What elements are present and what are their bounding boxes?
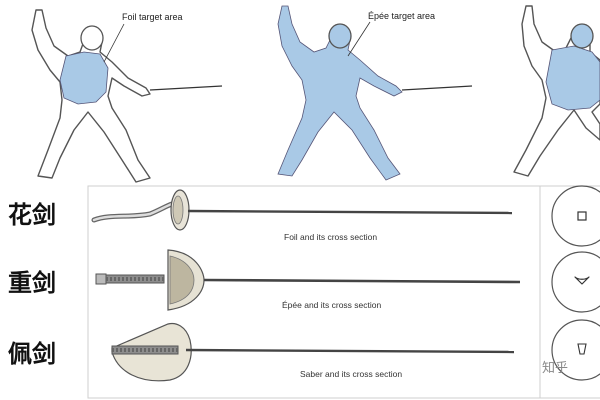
weapon-row-foil: 花剑 Foil and its cross section — [8, 185, 600, 247]
epee-pommel — [95, 273, 107, 285]
caption-saber: Saber and its cross section — [300, 369, 402, 379]
cross-section-square-icon — [577, 211, 587, 221]
weapon-name-foil: 花剑 — [8, 201, 56, 229]
caption-foil: Foil and its cross section — [284, 232, 377, 242]
cross-section-circle-saber — [551, 319, 600, 381]
epee-blade — [401, 85, 473, 91]
cross-section-trapezoid-icon — [577, 343, 587, 355]
watermark-text: 知乎 — [542, 360, 568, 376]
weapon-row-epee: 重剑 Épée and its cross section — [8, 249, 600, 313]
epee-mask — [328, 23, 352, 49]
weapon-name-epee: 重剑 — [8, 269, 56, 297]
foil-mask — [80, 25, 104, 51]
epee-target-pointer — [347, 21, 371, 57]
caption-epee: Épée and its cross section — [282, 300, 381, 310]
fencer-saber — [513, 5, 600, 177]
foil-grip-inner — [92, 202, 174, 222]
epee-target-label: Épée target area — [368, 11, 435, 21]
saber-mask — [570, 23, 594, 49]
saber-weapon-blade — [185, 348, 515, 354]
fencer-foil: Foil target area — [31, 9, 223, 183]
weapon-row-saber: 佩剑 Saber and its cross section — [8, 319, 600, 382]
cross-section-circle-epee — [551, 251, 600, 313]
cross-section-circle-foil — [551, 185, 600, 247]
cross-section-triangle-icon — [574, 276, 590, 285]
foil-weapon-blade — [187, 209, 513, 215]
foil-target-pointer — [103, 23, 125, 63]
weapon-name-saber: 佩剑 — [8, 340, 56, 368]
fencer-epee: Épée target area — [277, 5, 473, 181]
foil-blade — [149, 85, 223, 91]
foil-target-area — [59, 51, 109, 105]
foil-target-label: Foil target area — [122, 12, 183, 22]
saber-target-area — [545, 45, 600, 111]
epee-guard-mesh — [169, 255, 195, 305]
epee-weapon-blade — [203, 278, 521, 284]
foil-guard-inner — [172, 195, 184, 225]
